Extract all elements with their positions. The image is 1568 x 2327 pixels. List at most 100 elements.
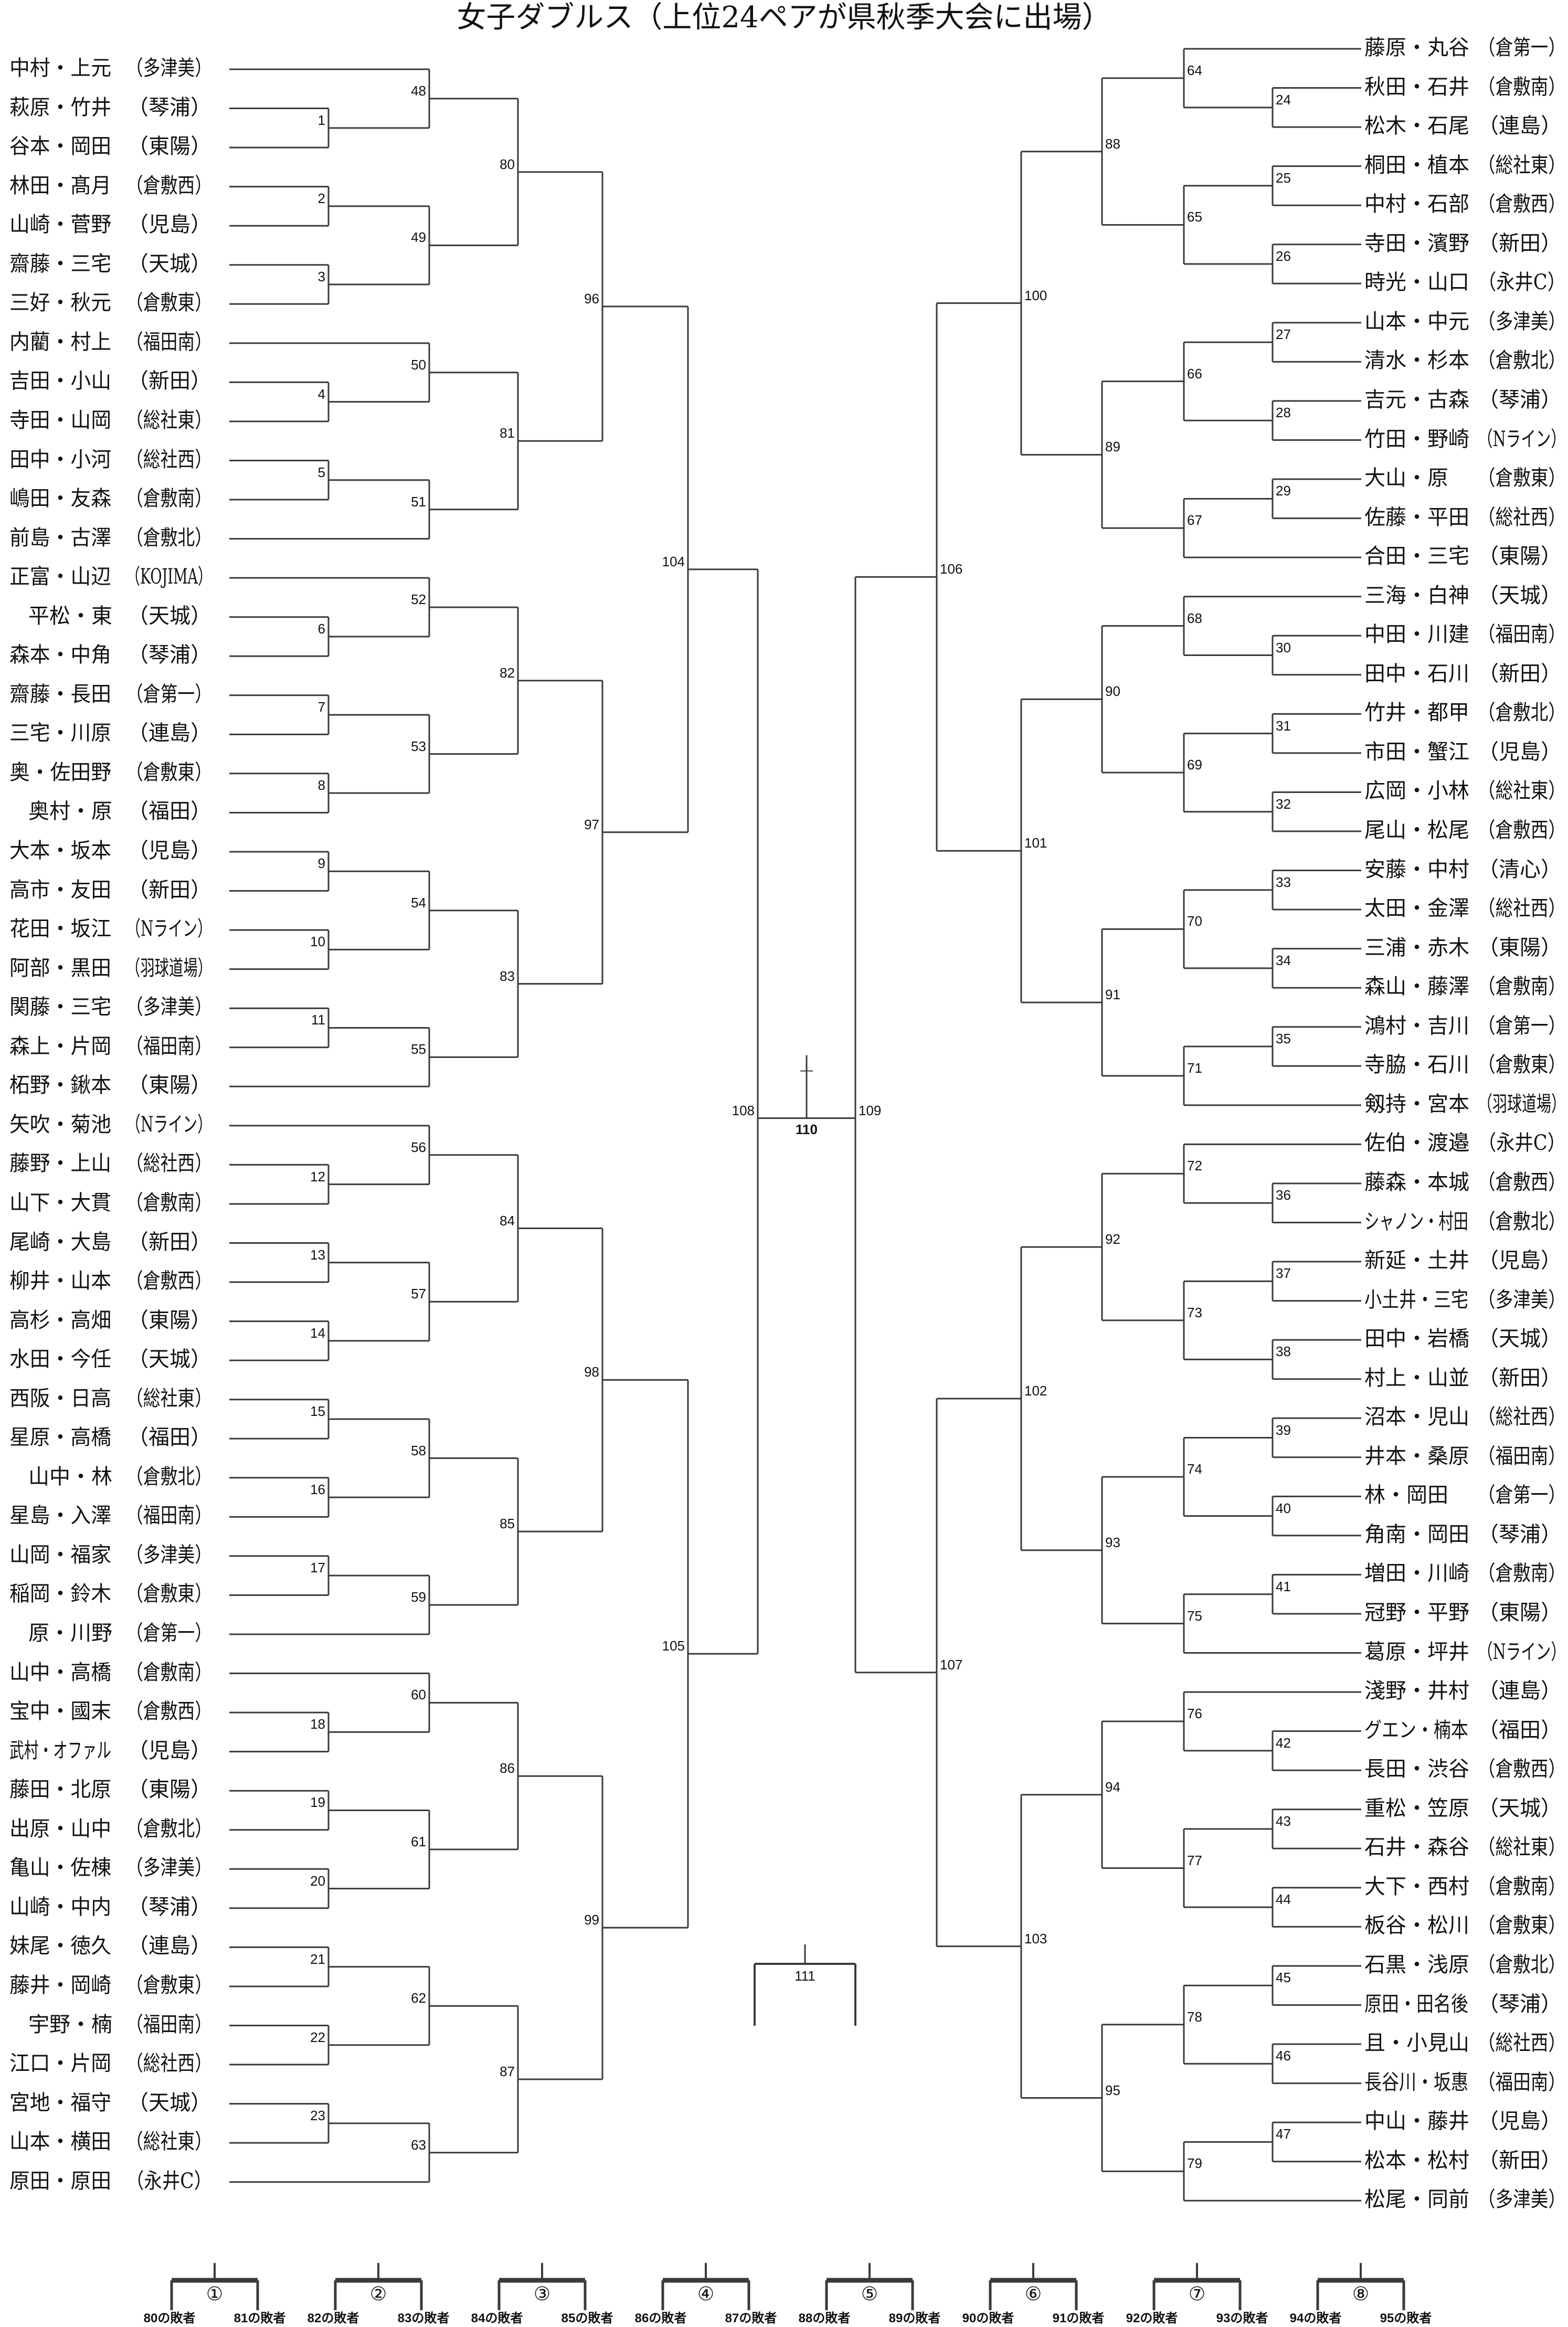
match-number: 87 [500, 2064, 515, 2079]
team-school: （琴浦） [126, 1895, 213, 1920]
match-number: 66 [1187, 365, 1202, 382]
consolation-label: ① [206, 2283, 224, 2305]
team-school-text: （福田南） [126, 330, 212, 354]
match-number: 85 [500, 1516, 515, 1532]
team-school-text: （東陽） [1478, 1601, 1562, 1625]
team-school-text: （総社東） [1478, 153, 1566, 177]
team-name: 淺野・井村 [1364, 1678, 1469, 1704]
match-number: 64 [1187, 62, 1202, 78]
team-name: 清水・杉本 [1364, 348, 1469, 373]
team-name: シャノン・村田 [1364, 1209, 1469, 1234]
team-school-text: （倉敷北） [1478, 348, 1566, 373]
match-number: 23 [310, 2107, 325, 2123]
match-number: 18 [310, 1716, 325, 1732]
team-school-text: （総社東） [1478, 779, 1566, 803]
team-school: （総社東） [1478, 153, 1567, 178]
team-school-text: （琴浦） [128, 643, 211, 668]
match-number: 24 [1276, 91, 1291, 108]
team-name: 中村・石部 [1364, 192, 1469, 217]
team-school-text: （天城） [1478, 1796, 1562, 1821]
team-school-text: （新田） [128, 369, 211, 394]
team-school: （総社西） [126, 1151, 213, 1176]
team-name: 三浦・赤木 [1364, 935, 1469, 960]
team-school-text: （倉第一） [1478, 1013, 1566, 1038]
match-number: 28 [1276, 405, 1291, 421]
team-school: （総社東） [1478, 1835, 1567, 1860]
team-school-text: （多津美） [126, 1542, 212, 1567]
match-number: 42 [1276, 1734, 1291, 1751]
team-name-text: 関藤・三宅 [9, 995, 111, 1020]
match-number: 92 [1105, 1231, 1120, 1247]
team-school-text: （多津美） [126, 995, 212, 1020]
team-school: （倉敷東） [126, 760, 213, 785]
team-name-text: 高杉・高畑 [9, 1308, 111, 1332]
team-school: （琴浦） [1478, 1992, 1567, 2017]
team-name: 嶋田・友森 [9, 486, 112, 511]
team-school: （総社西） [126, 447, 213, 472]
third-place-match-number: 111 [794, 1968, 815, 1984]
team-name-text: 石黒・浅原 [1364, 1952, 1469, 1977]
team-name: 森上・片岡 [9, 1034, 112, 1059]
team-name-text: 林田・髙月 [9, 173, 111, 198]
team-school: （倉敷西） [1478, 818, 1567, 843]
team-name-text: 前島・古澤 [9, 525, 111, 550]
team-name: 稲岡・鈴木 [9, 1581, 112, 1606]
match-number: 89 [1105, 439, 1120, 455]
team-school-text: （KOJIMA） [126, 565, 212, 589]
team-name: グエン・楠本 [1364, 1718, 1469, 1743]
match-number: 34 [1276, 952, 1291, 968]
match-number: 84 [500, 1212, 515, 1229]
team-name: 佐伯・渡邉 [1364, 1130, 1469, 1156]
team-name: 宝中・國末 [9, 1699, 112, 1724]
team-name-text: 重松・笠原 [1364, 1796, 1469, 1821]
team-name-text: 合田・三宅 [1364, 544, 1469, 569]
team-name: 藤田・北原 [9, 1777, 112, 1802]
team-school-text: （総社東） [126, 2130, 212, 2154]
consolation-label: ⑥ [1024, 2283, 1042, 2305]
team-school: （東陽） [126, 1308, 213, 1333]
team-name-text: 佐藤・平田 [1364, 505, 1469, 530]
match-number: 106 [940, 561, 963, 577]
team-school: （福田南） [126, 2012, 213, 2037]
team-school-text: （清心） [1478, 857, 1562, 882]
team-school-text: （Nライン） [1478, 1640, 1566, 1664]
team-name: 三好・秋元 [9, 290, 112, 315]
team-name: 齋藤・長田 [9, 682, 112, 707]
match-number: 81 [500, 425, 515, 441]
team-name-text: 大下・西村 [1364, 1874, 1469, 1899]
team-name: 太田・金澤 [1364, 896, 1469, 921]
team-name: 山中・高橋 [9, 1660, 112, 1685]
team-school-text: （倉敷南） [126, 1190, 212, 1215]
match-number: 19 [310, 1794, 325, 1811]
match-number: 17 [310, 1560, 325, 1576]
team-name-text: 星島・入澤 [9, 1504, 111, 1528]
team-name-text: 長谷川・坂惠 [1364, 2070, 1468, 2095]
match-number: 46 [1276, 2048, 1291, 2064]
match-number: 5 [317, 464, 325, 480]
match-number: 59 [411, 1589, 426, 1605]
team-name: 森山・藤澤 [1364, 974, 1469, 999]
match-number: 49 [411, 229, 426, 246]
match-number: 47 [1276, 2126, 1291, 2142]
match-number: 40 [1276, 1500, 1291, 1516]
team-school: （清心） [1478, 857, 1567, 882]
team-school: （倉敷南） [126, 1190, 213, 1215]
team-school-text: （Nライン） [1478, 427, 1566, 451]
team-name-text: 柳井・山本 [9, 1269, 111, 1294]
match-number: 93 [1105, 1534, 1120, 1550]
team-school-text: （天城） [128, 251, 211, 276]
match-number: 58 [411, 1442, 426, 1458]
team-name-text: 原田・田名後 [1364, 1992, 1468, 2016]
team-name: 藤原・丸谷 [1364, 35, 1469, 60]
team-name: 原・川野 [9, 1621, 112, 1646]
team-name-text: 奥村・原 [28, 799, 112, 824]
team-school: （倉第一） [126, 1621, 213, 1646]
team-name: 吉元・古森 [1364, 387, 1469, 412]
team-school-text: （新田） [128, 877, 211, 902]
team-name: 松尾・同前 [1364, 2187, 1469, 2212]
team-name-text: 中村・上元 [9, 56, 111, 80]
team-school-text: （福田南） [1478, 2070, 1566, 2095]
team-school-text: （連島） [128, 1934, 211, 1959]
team-school: （総社東） [126, 2129, 213, 2154]
match-number: 53 [411, 738, 426, 754]
